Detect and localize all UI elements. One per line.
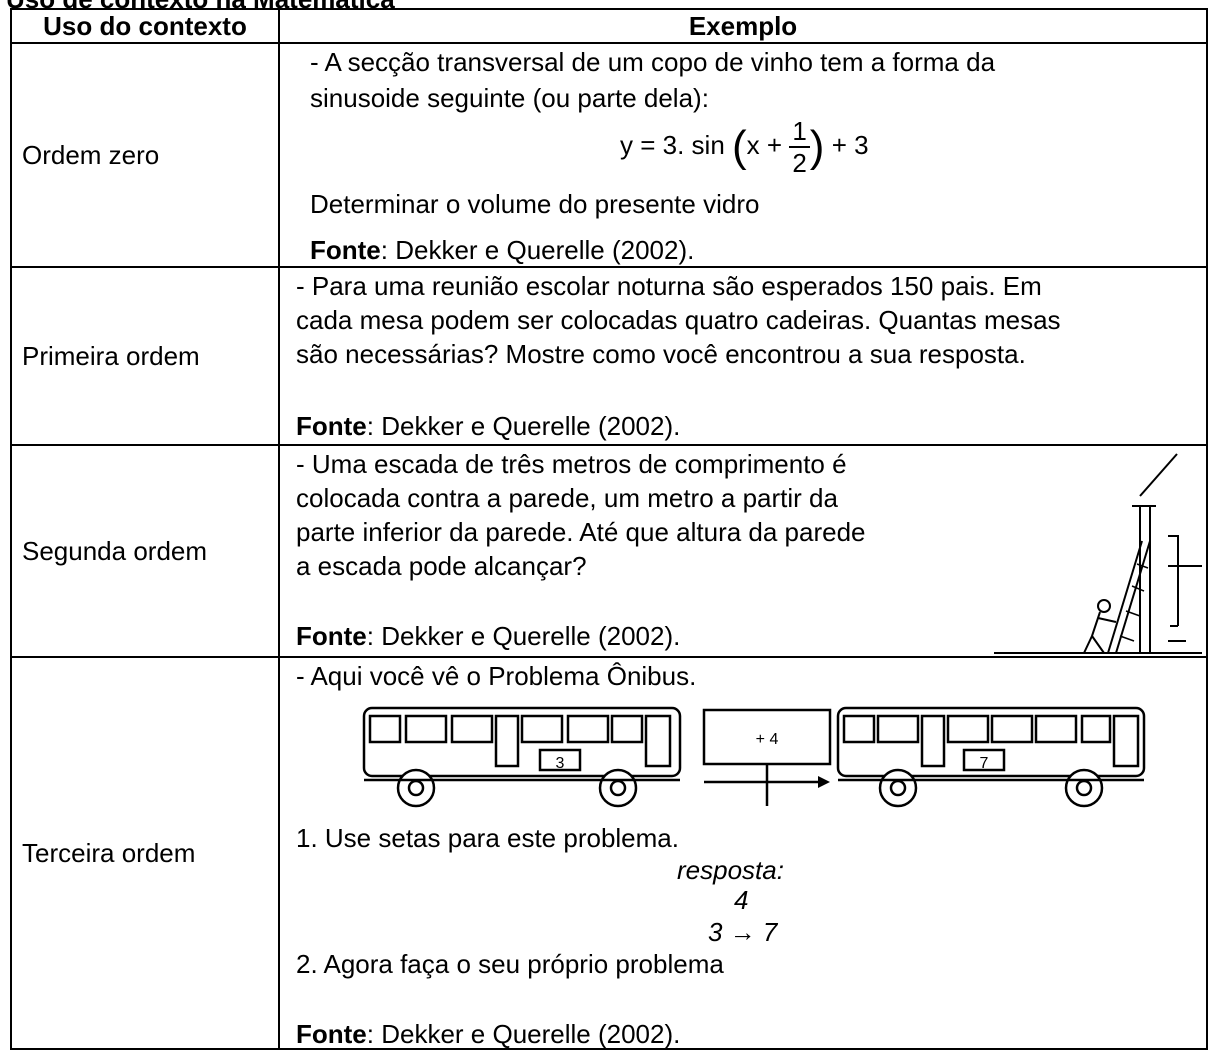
example-text: 2. Agora faça o seu próprio problema <box>296 949 724 979</box>
table-row: Terceira ordem - Aqui você vê o Problema… <box>10 656 1208 1050</box>
bus-icon <box>362 706 682 808</box>
example-text: colocada contra a parede, um metro a par… <box>296 483 838 513</box>
table-row: Segunda ordem - Uma escada de três metro… <box>10 444 1208 658</box>
example-text: Determinar o volume do presente vidro <box>310 189 760 219</box>
example-text: 1. Use setas para este problema. <box>296 823 679 853</box>
answer-bottom: 3 → 7 <box>708 917 778 947</box>
table-header-row: Uso do contexto Exemplo <box>10 8 1208 44</box>
answer-label: resposta: <box>677 855 784 885</box>
bus-1-number: 3 <box>556 755 565 772</box>
row-label: Primeira ordem <box>10 266 280 446</box>
example-cell: - Para uma reunião escolar noturna são e… <box>278 266 1208 446</box>
sign-board <box>702 708 832 806</box>
example-cell: - Aqui você vê o Problema Ônibus. <box>278 656 1208 1050</box>
sinusoid-formula: y = 3. sin (x + 1 2 ) + 3 <box>620 116 869 178</box>
sign-text: + 4 <box>756 731 779 748</box>
example-text: sinusoide seguinte (ou parte dela): <box>310 83 709 113</box>
row-label: Terceira ordem <box>10 656 280 1050</box>
example-text: parte inferior da parede. Até que altura… <box>296 517 866 547</box>
source-citation: Fonte: Dekker e Querelle (2002). <box>296 621 681 651</box>
example-text: - A secção transversal de um copo de vin… <box>310 47 996 77</box>
context-examples-table: Uso do contexto Exemplo Ordem zero - A s… <box>10 8 1208 1050</box>
example-text: cada mesa podem ser colocadas quatro cad… <box>296 305 1061 335</box>
example-text: - Aqui você vê o Problema Ônibus. <box>296 661 697 691</box>
row-label: Ordem zero <box>10 42 280 268</box>
example-text: a escada pode alcançar? <box>296 551 587 581</box>
bus-2-number: 7 <box>980 755 989 772</box>
example-text: - Para uma reunião escolar noturna são e… <box>296 271 1042 301</box>
bus-problem-illustration: 3 + 4 <box>362 706 1146 808</box>
row-label: Segunda ordem <box>10 444 280 658</box>
example-text: - Uma escada de três metros de comprimen… <box>296 449 847 479</box>
example-text: são necessárias? Mostre como você encont… <box>296 339 1026 369</box>
header-exemplo: Exemplo <box>278 8 1208 44</box>
answer-top: 4 <box>734 885 749 915</box>
source-citation: Fonte: Dekker e Querelle (2002). <box>310 235 695 265</box>
source-citation: Fonte: Dekker e Querelle (2002). <box>296 1019 681 1048</box>
table-row: Primeira ordem - Para uma reunião escola… <box>10 266 1208 446</box>
bus-icon <box>836 706 1146 808</box>
fraction: 1 2 <box>789 116 810 178</box>
ladder-illustration <box>994 453 1202 654</box>
arrow-right-icon <box>818 776 830 788</box>
header-uso-do-contexto: Uso do contexto <box>10 8 280 44</box>
example-cell: - Uma escada de três metros de comprimen… <box>278 444 1208 658</box>
table-row: Ordem zero - A secção transversal de um … <box>10 42 1208 268</box>
example-cell: - A secção transversal de um copo de vin… <box>278 42 1208 268</box>
source-citation: Fonte: Dekker e Querelle (2002). <box>296 411 681 441</box>
